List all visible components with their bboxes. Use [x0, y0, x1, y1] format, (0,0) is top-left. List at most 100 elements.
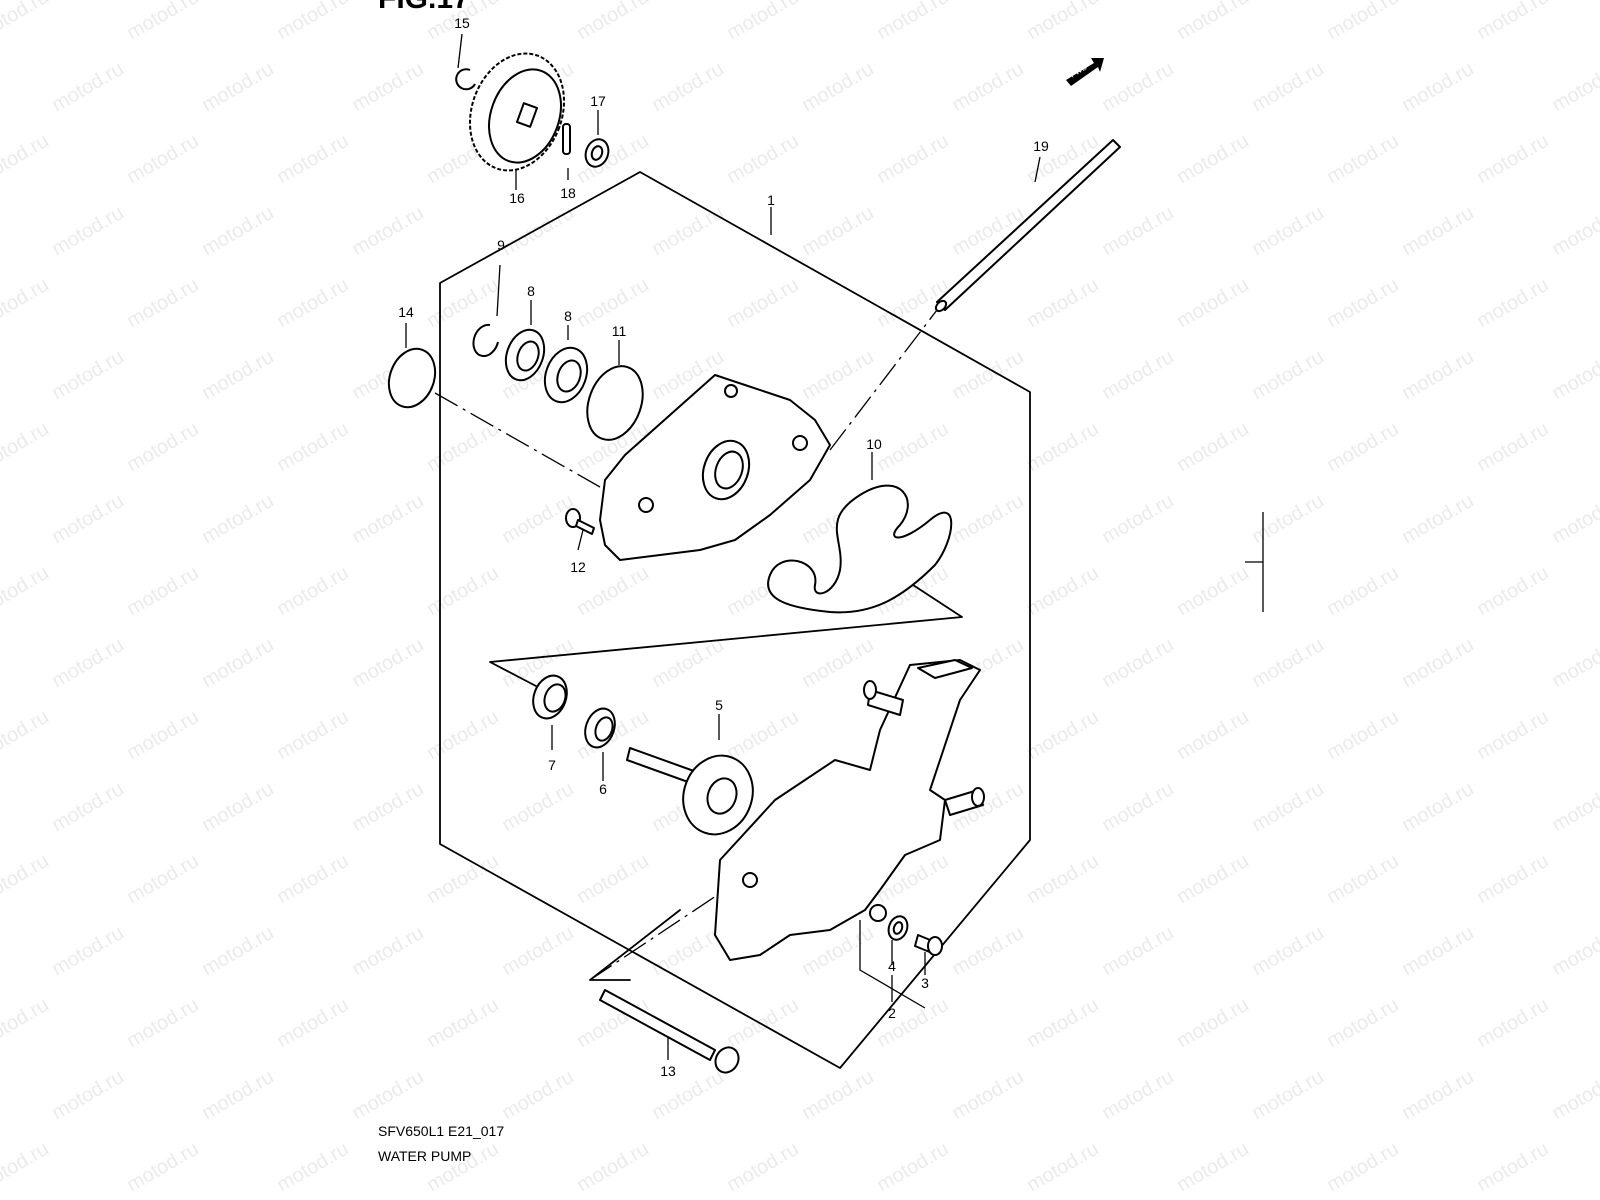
watermark-text: motod.ru [1398, 922, 1477, 981]
watermark-text: motod.ru [0, 0, 53, 44]
watermark-text: motod.ru [1248, 1066, 1327, 1125]
callout-18: 18 [560, 185, 576, 201]
watermark-text: motod.ru [1173, 1138, 1252, 1197]
callout-4: 4 [888, 958, 896, 974]
watermark-text: motod.ru [498, 202, 577, 261]
watermark-text: motod.ru [423, 562, 502, 621]
watermark-text: motod.ru [198, 922, 277, 981]
watermark-text: motod.ru [798, 346, 877, 405]
watermark-text: motod.ru [1548, 634, 1600, 693]
watermark-text: motod.ru [1323, 0, 1402, 44]
watermark-text: motod.ru [798, 1066, 877, 1125]
washer-part-4 [887, 915, 909, 941]
watermark-text: motod.ru [498, 778, 577, 837]
watermark-text: motod.ru [423, 994, 502, 1053]
watermark-text: motod.ru [873, 1138, 952, 1197]
watermark-text: motod.ru [1173, 274, 1252, 333]
watermark-text: motod.ru [1248, 634, 1327, 693]
pump-body-cover [599, 374, 831, 561]
watermark-text: motod.ru [348, 490, 427, 549]
watermark-text: motod.ru [198, 778, 277, 837]
watermark-text: motod.ru [273, 130, 352, 189]
watermark-text: motod.ru [1548, 490, 1600, 549]
watermark-text: motod.ru [1098, 346, 1177, 405]
watermark-text: motod.ru [273, 418, 352, 477]
watermark-text: motod.ru [1548, 778, 1600, 837]
watermark-text: motod.ru [48, 1066, 127, 1125]
watermark-text: motod.ru [1248, 778, 1327, 837]
watermark-text: motod.ru [1248, 922, 1327, 981]
watermark-text: motod.ru [273, 706, 352, 765]
washer-part-17 [584, 138, 610, 168]
watermark-text: motod.ru [273, 274, 352, 333]
watermark-text: motod.ru [48, 346, 127, 405]
watermark-text: motod.ru [1173, 562, 1252, 621]
watermark-text: motod.ru [423, 1138, 502, 1197]
watermark-text: motod.ru [1098, 634, 1177, 693]
bearing-part-8a [504, 328, 546, 382]
watermark-text: motod.ru [948, 1066, 1027, 1125]
alignment-lines [434, 309, 963, 981]
callout-7: 7 [548, 757, 556, 773]
watermark-text: motod.ru [1323, 562, 1402, 621]
watermark-text: motod.ru [1023, 706, 1102, 765]
watermark-text: motod.ru [1548, 922, 1600, 981]
callout-19: 19 [1033, 138, 1049, 154]
watermark-text: motod.ru [48, 634, 127, 693]
watermark-text: motod.ru [1023, 1138, 1102, 1197]
watermark-text: motod.ru [423, 706, 502, 765]
pump-housing [714, 659, 985, 961]
callout-5: 5 [715, 697, 723, 713]
callout-12: 12 [570, 559, 586, 575]
watermark-text: motod.ru [198, 634, 277, 693]
watermark-text: motod.ru [798, 58, 877, 117]
watermark-text: motod.ru [948, 922, 1027, 981]
watermark-text: motod.ru [723, 130, 802, 189]
watermark-text: motod.ru [873, 130, 952, 189]
bolt-part-3 [914, 934, 943, 956]
watermark-text: motod.ru [423, 850, 502, 909]
bolt-part-12 [565, 508, 595, 535]
watermark-text: motod.ru [1098, 1066, 1177, 1125]
watermark-text: motod.ru [1323, 274, 1402, 333]
watermark-text: motod.ru [1173, 850, 1252, 909]
watermark-text: motod.ru [0, 1138, 53, 1197]
watermark-text: motod.ru [123, 0, 202, 44]
watermark-text: motod.ru [1098, 58, 1177, 117]
pin-part-18 [562, 123, 571, 155]
watermark-text: motod.ru [1473, 562, 1552, 621]
watermark-text: motod.ru [48, 490, 127, 549]
gasket-part-10 [767, 484, 953, 614]
watermark-text: motod.ru [1023, 418, 1102, 477]
oil-seal-part-7 [532, 674, 568, 720]
watermark-text: motod.ru [1098, 202, 1177, 261]
circlip-part-15 [455, 68, 476, 91]
watermark-text: motod.ru [1098, 778, 1177, 837]
watermark-text: motod.ru [498, 922, 577, 981]
watermark-text: motod.ru [198, 1066, 277, 1125]
watermark-text: motod.ru [948, 58, 1027, 117]
watermark-text: motod.ru [1173, 418, 1252, 477]
watermark-text: motod.ru [1473, 130, 1552, 189]
watermark-text: motod.ru [948, 346, 1027, 405]
watermark-text: motod.ru [1473, 1138, 1552, 1197]
watermark-text: motod.ru [1248, 202, 1327, 261]
watermark-text: motod.ru [1323, 706, 1402, 765]
callout-8b: 8 [564, 308, 572, 324]
binding-edge-mark [1245, 512, 1264, 612]
watermark-text: motod.ru [1323, 418, 1402, 477]
watermark-text: motod.ru [648, 202, 727, 261]
watermark-text: motod.ru [348, 58, 427, 117]
watermark-text: motod.ru [1473, 274, 1552, 333]
watermark-text: motod.ru [1398, 778, 1477, 837]
watermark-text: motod.ru [498, 1066, 577, 1125]
watermark-text: motod.ru [48, 58, 127, 117]
watermark-text: motod.ru [1548, 1066, 1600, 1125]
callout-15: 15 [454, 15, 470, 31]
watermark-text: motod.ru [1098, 922, 1177, 981]
callout-9: 9 [497, 237, 505, 253]
watermark-text: motod.ru [798, 202, 877, 261]
watermark-text: motod.ru [48, 202, 127, 261]
watermark-text: motod.ru [1323, 994, 1402, 1053]
watermark-text: motod.ru [198, 346, 277, 405]
